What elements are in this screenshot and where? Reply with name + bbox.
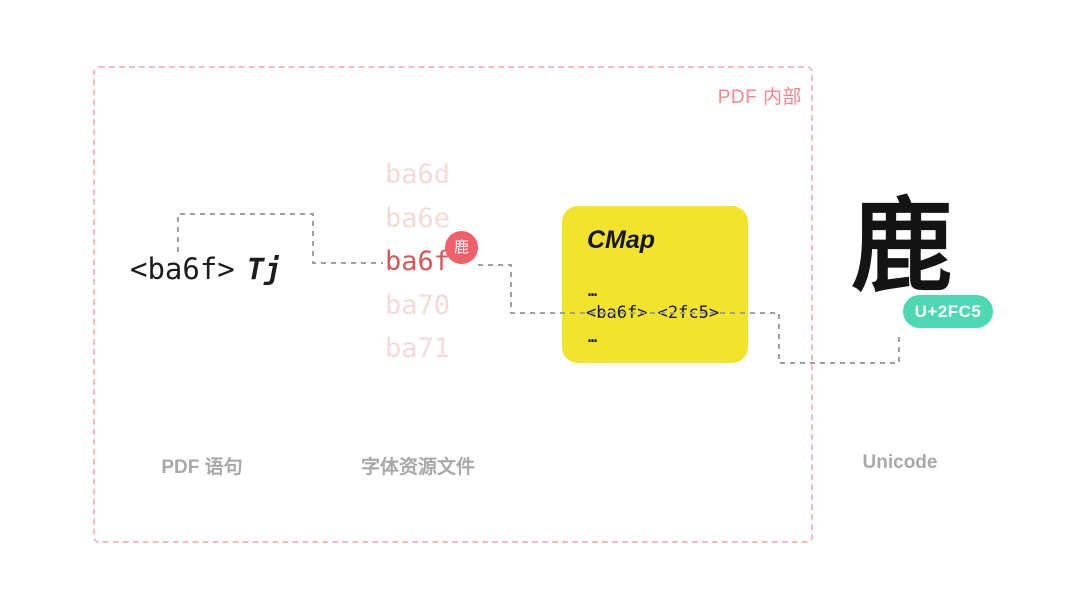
code-item: ba6d	[385, 159, 451, 190]
cmap-ellipsis-bottom: …	[588, 328, 598, 346]
glyph-preview-badge: 鹿	[445, 231, 478, 264]
cmap-mapping-entry: <ba6f> <2fc5>	[585, 303, 721, 323]
cmap-ellipsis-top: …	[588, 282, 598, 300]
code-item-active: ba6f	[385, 246, 451, 277]
cmap-box: CMap … <ba6f> <2fc5> …	[562, 206, 748, 363]
caption-font-file: 字体资源文件	[360, 457, 476, 478]
code-item: ba6e	[385, 202, 451, 234]
code-item: ba70	[385, 289, 451, 321]
font-file-code-list: ba6d ba6e ba6f ba70 ba71	[385, 153, 450, 371]
charcode-literal: <ba6f>	[130, 252, 235, 286]
cmap-title: CMap	[587, 226, 656, 254]
tj-operator: Tj	[246, 252, 282, 286]
code-item: ba71	[385, 333, 451, 364]
unicode-codepoint-badge: U+2FC5	[903, 295, 993, 328]
caption-unicode: Unicode	[862, 452, 938, 473]
pdf-internal-label: PDF 内部	[717, 87, 802, 108]
pdf-statement: <ba6f> Tj	[130, 253, 282, 285]
caption-pdf-statement: PDF 语句	[161, 457, 243, 478]
rendered-unicode-glyph: 鹿	[851, 192, 953, 305]
